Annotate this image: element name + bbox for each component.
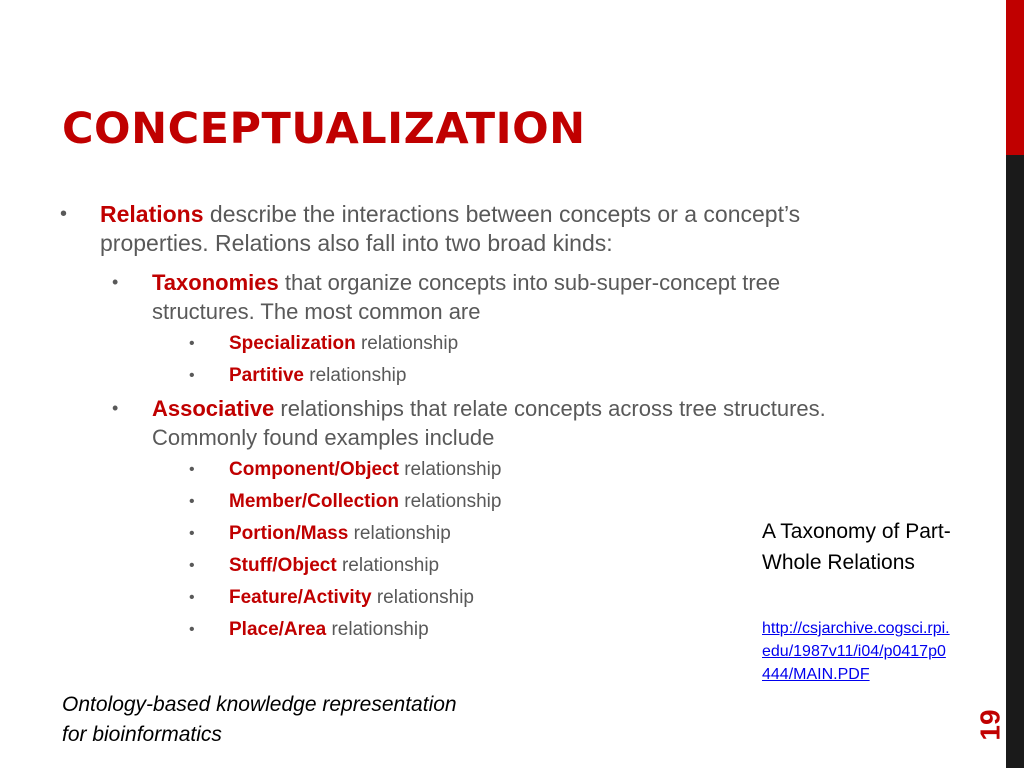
- list-item-text: relationship: [355, 333, 459, 354]
- list-item-text: relationship: [371, 587, 474, 608]
- list-item-text: relationship: [398, 459, 502, 480]
- bullet-associative: • Associative relationships that relate …: [60, 394, 852, 452]
- list-item-term: Partitive: [229, 365, 304, 386]
- bullet-dot-icon: •: [60, 203, 68, 225]
- list-item-term: Member/Collection: [229, 491, 399, 512]
- associative-description: relationships that relate concepts acros…: [152, 396, 826, 450]
- bullet-dot-icon: •: [189, 493, 195, 510]
- taxonomies-description: that organize concepts into sub-super-co…: [152, 270, 781, 324]
- bullet-relations: • Relations describe the interactions be…: [60, 200, 860, 258]
- slide-number: 19: [975, 709, 1006, 741]
- reference-link[interactable]: http://csjarchive.cogsci.rpi.edu/1987v11…: [762, 620, 950, 683]
- term-taxonomies: Taxonomies: [152, 270, 279, 295]
- bullet-dot-icon: •: [189, 461, 195, 478]
- accent-bar-red: [1006, 0, 1024, 155]
- list-item-text: relationship: [398, 491, 502, 512]
- accent-bar-dark: [1006, 155, 1024, 768]
- list-item: • Place/Area relationship: [60, 614, 920, 646]
- term-associative: Associative: [152, 396, 275, 421]
- list-item: • Component/Object relationship: [60, 454, 920, 486]
- list-item: • Feature/Activity relationship: [60, 582, 920, 614]
- list-item-text: relationship: [326, 619, 429, 640]
- list-item-term: Stuff/Object: [229, 555, 337, 576]
- list-item: • Stuff/Object relationship: [60, 550, 920, 582]
- list-item-term: Portion/Mass: [229, 523, 349, 544]
- bullet-dot-icon: •: [189, 621, 195, 638]
- list-item: • Member/Collection relationship: [60, 486, 920, 518]
- slide-content: • Relations describe the interactions be…: [60, 200, 920, 646]
- list-item-term: Component/Object: [229, 459, 399, 480]
- figure-caption: A Taxonomy of Part-Whole Relations: [762, 520, 951, 574]
- bullet-dot-icon: •: [112, 272, 119, 292]
- list-item-text: relationship: [303, 365, 407, 386]
- list-item-text: relationship: [336, 555, 440, 576]
- list-item: • Specialization relationship: [60, 328, 920, 360]
- list-item: • Partitive relationship: [60, 360, 920, 392]
- slide-title: CONCEPTUALIZATION: [62, 104, 586, 154]
- bullet-dot-icon: •: [189, 589, 195, 606]
- bullet-dot-icon: •: [189, 367, 195, 384]
- bullet-dot-icon: •: [189, 335, 195, 352]
- list-item-term: Feature/Activity: [229, 587, 372, 608]
- bullet-dot-icon: •: [112, 398, 119, 418]
- list-item-text: relationship: [348, 523, 451, 544]
- relations-description: describe the interactions between concep…: [100, 201, 801, 256]
- list-item: • Portion/Mass relationship: [60, 518, 920, 550]
- term-relations: Relations: [100, 201, 204, 227]
- bullet-dot-icon: •: [189, 557, 195, 574]
- bullet-taxonomies: • Taxonomies that organize concepts into…: [60, 268, 852, 326]
- list-item-term: Place/Area: [229, 619, 327, 640]
- footer-citation: Ontology-based knowledge representation …: [62, 693, 457, 746]
- bullet-dot-icon: •: [189, 525, 195, 542]
- list-item-term: Specialization: [229, 333, 356, 354]
